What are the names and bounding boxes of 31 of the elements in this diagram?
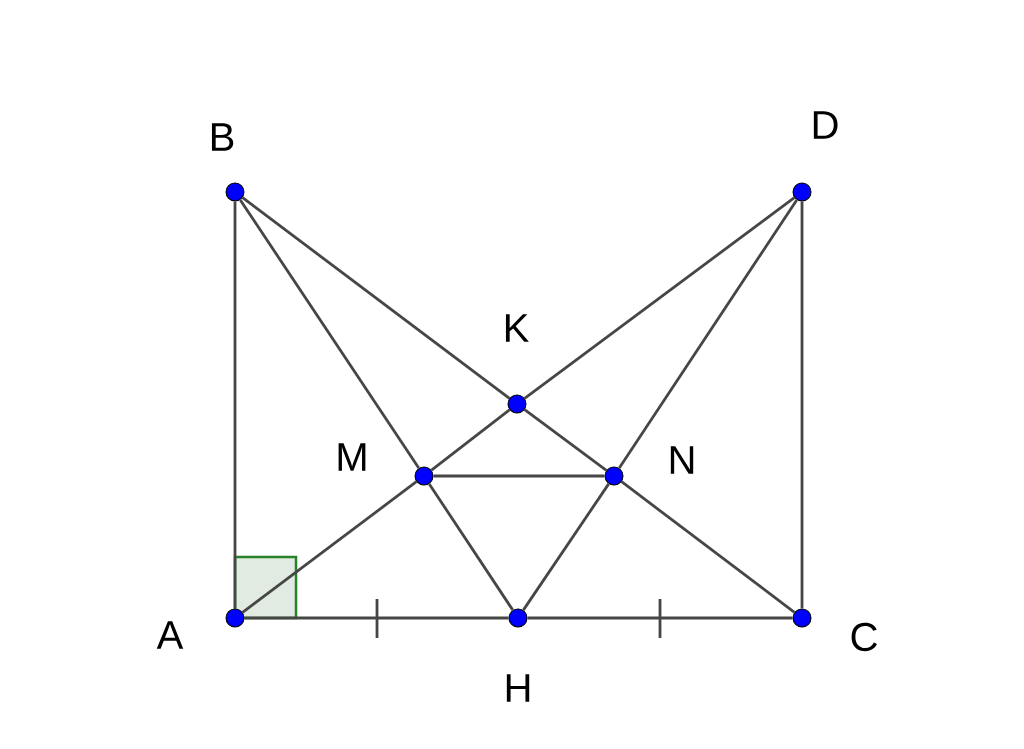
segment — [244, 616, 509, 620]
segment — [522, 483, 610, 611]
point-dot — [225, 608, 245, 628]
segment — [428, 483, 514, 611]
point-label: K — [505, 314, 529, 342]
point-label: D — [813, 111, 838, 139]
point-label: A — [156, 621, 184, 649]
segment — [430, 408, 511, 472]
point-dot — [792, 182, 812, 202]
segment — [233, 201, 237, 609]
segment — [523, 408, 608, 472]
point-label: B — [211, 123, 234, 151]
segment — [241, 196, 511, 400]
point-dot — [508, 608, 528, 628]
point-dot — [225, 182, 245, 202]
point-dot — [792, 608, 812, 628]
point-label: M — [338, 443, 366, 471]
segment — [620, 480, 796, 614]
point-dot — [604, 466, 624, 486]
point-dot — [414, 466, 434, 486]
point-label: N — [670, 446, 694, 474]
segment — [618, 199, 798, 469]
segment — [523, 196, 796, 400]
point-label: C — [851, 622, 877, 652]
segment — [800, 201, 804, 609]
segment — [239, 199, 420, 469]
segment — [527, 616, 793, 620]
segment — [241, 480, 418, 614]
point-dot — [507, 394, 527, 414]
point-label: H — [506, 674, 530, 702]
segment — [433, 474, 605, 478]
